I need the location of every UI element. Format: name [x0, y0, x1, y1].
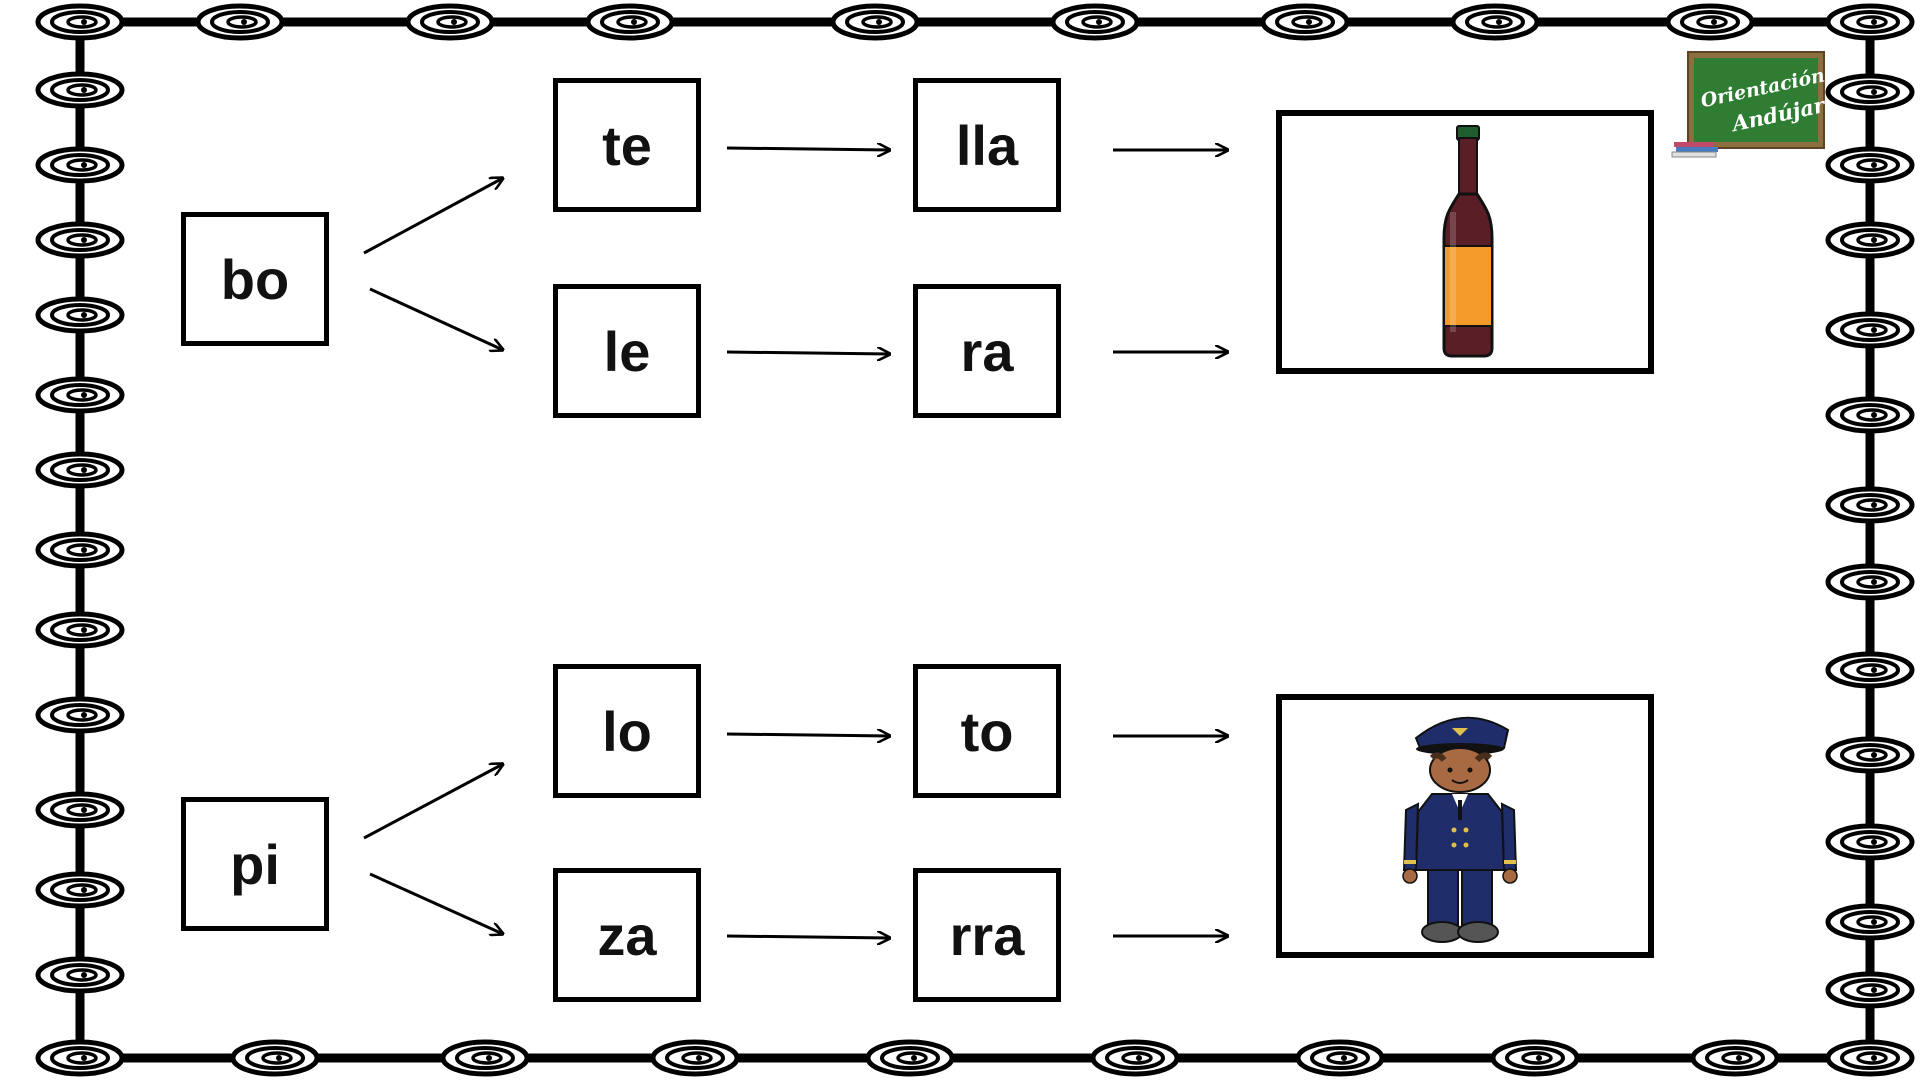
spiral-icon [1825, 1039, 1915, 1077]
pilot-icon [1402, 716, 1518, 943]
syllable-upper-3: lo [553, 664, 701, 798]
spiral-icon [1825, 3, 1915, 41]
spiral-icon [585, 3, 675, 41]
spiral-icon [1050, 3, 1140, 41]
syllable-upper-4: to [913, 664, 1061, 798]
wine-bottle-icon [1442, 125, 1494, 358]
spiral-icon [1825, 73, 1915, 111]
spiral-icon [1450, 3, 1540, 41]
spiral-icon [1665, 3, 1755, 41]
spiral-icon [35, 956, 125, 994]
spiral-icon [830, 3, 920, 41]
spiral-icon [1825, 651, 1915, 689]
syllable-start-pi: pi [181, 797, 329, 931]
arrow-lower-mid-2 [726, 936, 890, 938]
spiral-icon [35, 791, 125, 829]
spiral-icon [35, 296, 125, 334]
spiral-icon [35, 871, 125, 909]
spiral-icon [1825, 221, 1915, 259]
arrow-lower-mid-1 [726, 352, 890, 354]
arrow-upper-mid-1 [726, 148, 890, 150]
spiral-icon [1490, 1039, 1580, 1077]
spiral-icon [35, 3, 125, 41]
spiral-icon [1825, 903, 1915, 941]
arrows [363, 148, 1228, 938]
spiral-icon [1260, 3, 1350, 41]
spiral-icon [35, 146, 125, 184]
spiral-icon [35, 221, 125, 259]
spiral-icon [35, 376, 125, 414]
spiral-icon [1690, 1039, 1780, 1077]
spiral-icon [35, 71, 125, 109]
spiral-icon [195, 3, 285, 41]
orientacion-andujar-logo: Orientación Andújar [1670, 50, 1830, 160]
arrow-fork-up-2 [363, 764, 503, 840]
spiral-icon [35, 1039, 125, 1077]
spiral-icon [1090, 1039, 1180, 1077]
spiral-icon [35, 611, 125, 649]
picture-box-bottle [1276, 110, 1654, 374]
spiral-icon [1825, 396, 1915, 434]
spiral-icon [1825, 736, 1915, 774]
arrow-upper-mid-2 [726, 734, 890, 736]
spiral-icon [35, 451, 125, 489]
spiral-icon [650, 1039, 740, 1077]
spiral-icon [1825, 823, 1915, 861]
spiral-icon [35, 531, 125, 569]
syllable-lower-1: le [553, 284, 701, 418]
syllable-upper-1: te [553, 78, 701, 212]
spiral-icon [405, 3, 495, 41]
spiral-icon [1825, 971, 1915, 1009]
spiral-icon [1825, 486, 1915, 524]
syllable-lower-3: za [553, 868, 701, 1002]
spiral-border [35, 3, 1915, 1077]
spiral-icon [1825, 146, 1915, 184]
spiral-icon [35, 696, 125, 734]
arrow-fork-up-1 [363, 178, 503, 255]
spiral-icon [865, 1039, 955, 1077]
spiral-icon [230, 1039, 320, 1077]
syllable-lower-2: ra [913, 284, 1061, 418]
arrow-fork-down-1 [369, 287, 503, 350]
arrow-fork-down-2 [369, 872, 503, 934]
spiral-icon [440, 1039, 530, 1077]
spiral-icon [1825, 311, 1915, 349]
picture-box-pilot [1276, 694, 1654, 958]
syllable-start-bo: bo [181, 212, 329, 346]
syllable-lower-4: rra [913, 868, 1061, 1002]
spiral-icon [1825, 563, 1915, 601]
spiral-icon [1295, 1039, 1385, 1077]
syllable-upper-2: lla [913, 78, 1061, 212]
